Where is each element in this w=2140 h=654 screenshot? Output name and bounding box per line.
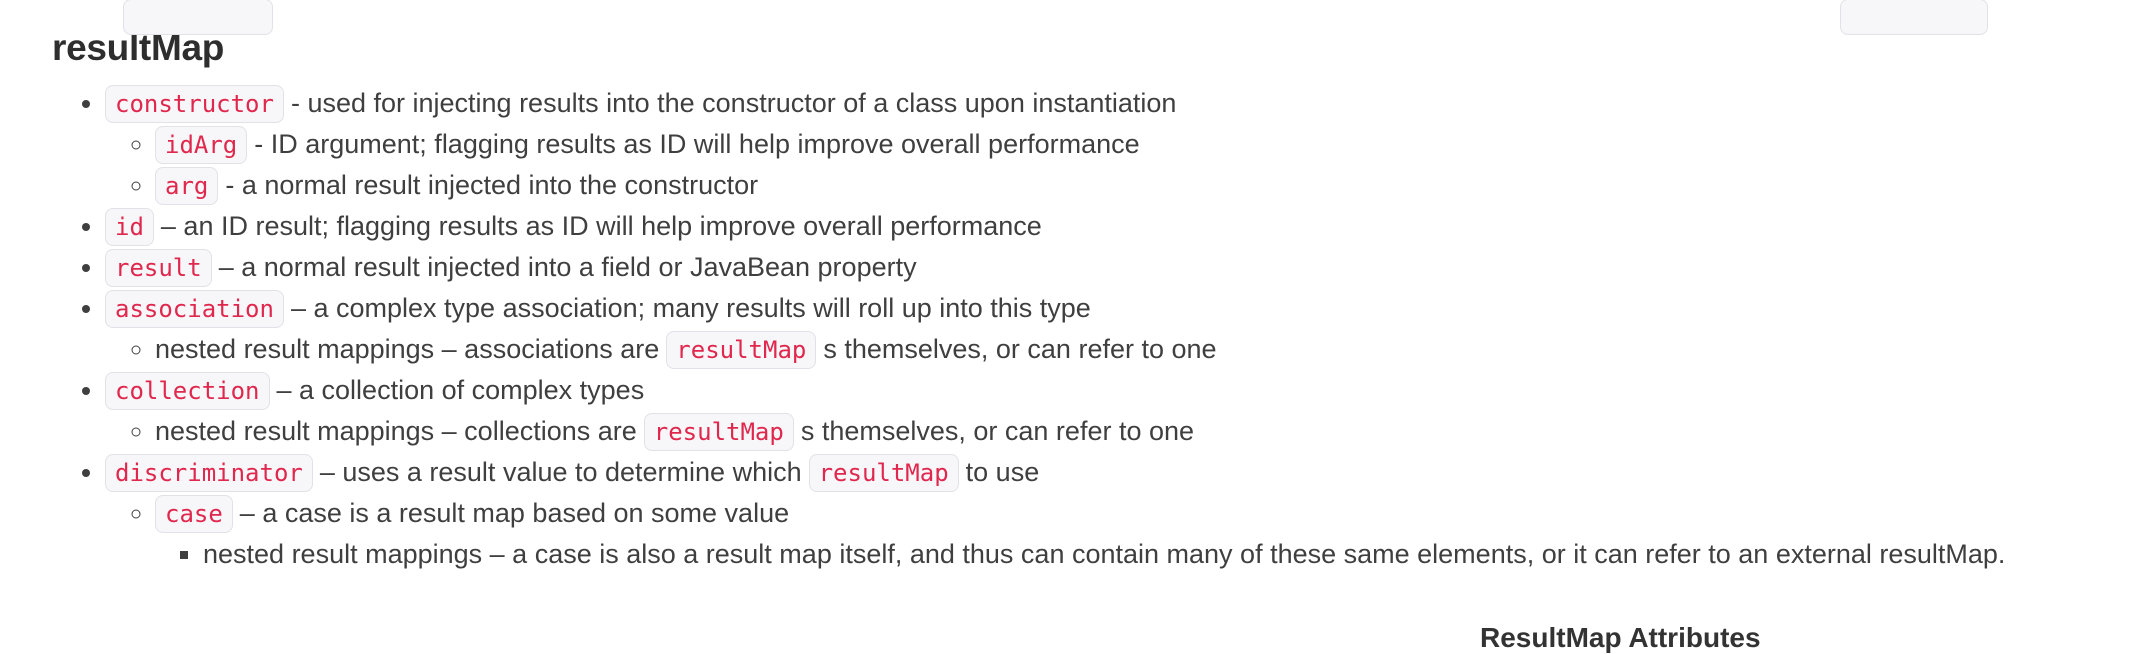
list-text: nested result mappings – a case is also …	[203, 539, 2006, 569]
inline-code: resultMap	[666, 331, 817, 369]
list-item: association– a complex type association;…	[105, 288, 2140, 370]
list-item: id– an ID result; flagging results as ID…	[105, 206, 2140, 247]
list-text: s themselves, or can refer to one	[823, 334, 1217, 364]
inline-code: resultMap	[808, 454, 959, 492]
list-item: discriminator– uses a result value to de…	[105, 452, 2140, 574]
inline-code: collection	[105, 372, 270, 410]
list-item: nested result mappings – a case is also …	[203, 534, 2140, 574]
list-text: nested result mappings – collections are	[155, 416, 637, 446]
list-text: – a complex type association; many resul…	[290, 293, 1091, 323]
list-text: - a normal result injected into the cons…	[225, 170, 759, 200]
list-text: – a normal result injected into a field …	[218, 252, 917, 282]
inline-code: idArg	[155, 126, 248, 164]
list-item: constructor- used for injecting results …	[105, 83, 2140, 206]
list-item: idArg- ID argument; flagging results as …	[155, 124, 2140, 165]
list-text: – uses a result value to determine which	[319, 457, 802, 487]
list-item: nested result mappings – collections are…	[155, 411, 2140, 452]
inline-code: association	[105, 290, 284, 328]
inline-code: resultMap	[643, 413, 794, 451]
clipped-code-badge-right	[1840, 0, 1988, 35]
table-caption: ResultMap Attributes	[1480, 622, 1761, 653]
resultmap-elements-list: constructor- used for injecting results …	[0, 83, 2140, 574]
nested-list: nested result mappings – collections are…	[105, 411, 2140, 452]
nested-list: idArg- ID argument; flagging results as …	[105, 124, 2140, 206]
list-text: – a case is a result map based on some v…	[239, 498, 790, 528]
list-text: – a collection of complex types	[276, 375, 645, 405]
list-text: - ID argument; flagging results as ID wi…	[254, 129, 1140, 159]
inline-code: result	[105, 249, 212, 287]
nested-list: nested result mappings – associations ar…	[105, 329, 2140, 370]
page-title: resultMap	[52, 27, 225, 68]
inline-code: case	[155, 495, 233, 533]
inline-code: id	[105, 208, 154, 246]
clipped-code-badge-left	[123, 0, 273, 35]
nested-list: nested result mappings – a case is also …	[155, 534, 2140, 574]
list-item: nested result mappings – associations ar…	[155, 329, 2140, 370]
list-text: - used for injecting results into the co…	[290, 88, 1177, 118]
list-item: case– a case is a result map based on so…	[155, 493, 2140, 574]
inline-code: constructor	[105, 85, 284, 123]
nested-list: case– a case is a result map based on so…	[105, 493, 2140, 574]
list-item: result– a normal result injected into a …	[105, 247, 2140, 288]
inline-code: discriminator	[105, 454, 313, 492]
list-text: to use	[965, 457, 1040, 487]
list-item: collection– a collection of complex type…	[105, 370, 2140, 452]
list-text: nested result mappings – associations ar…	[155, 334, 660, 364]
list-text: – an ID result; flagging results as ID w…	[160, 211, 1042, 241]
list-text: s themselves, or can refer to one	[800, 416, 1195, 446]
list-item: arg- a normal result injected into the c…	[155, 165, 2140, 206]
inline-code: arg	[155, 167, 219, 205]
